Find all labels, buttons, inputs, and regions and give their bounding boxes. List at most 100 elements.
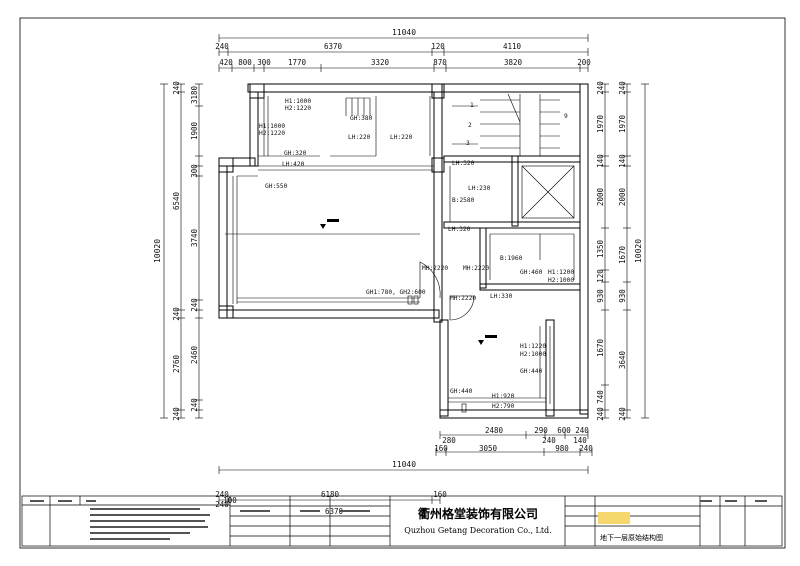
company-name-en: Quzhou Getang Decoration Co., Ltd. [404, 526, 551, 535]
lbl-h1-d: H1:1220 [520, 343, 546, 350]
bottom-r1-0: 2480 [485, 426, 504, 435]
right-outer-6: 3640 [618, 350, 627, 369]
bottom-r1-2: 600 [557, 426, 571, 435]
left-outer-1: 6540 [172, 191, 181, 210]
lbl-stair-3: 3 [466, 140, 470, 147]
top-dim-r2-6: 3820 [504, 58, 523, 67]
top-dim-r2-1: 800 [238, 58, 252, 67]
right-inner-7: 1670 [596, 338, 605, 357]
lbl-lh320-a: LH:320 [452, 160, 475, 167]
bottom-r3-3: 240 [579, 444, 593, 453]
right-inner-9: 240 [596, 407, 605, 421]
bottom-r3-1: 3050 [479, 444, 498, 453]
right-inner-1: 1970 [596, 114, 605, 133]
lbl-gh-window: GH1:780, GH2:600 [366, 289, 426, 296]
lbl-gh380: GH:380 [350, 115, 373, 122]
top-dimensions [218, 34, 589, 72]
left-inner-4: 3740 [190, 228, 199, 247]
top-dim-r1-1: 6370 [324, 42, 343, 51]
top-total-dim: 11040 [392, 28, 416, 37]
lower-dim-3: 240 [215, 500, 229, 509]
right-outer-3: 2000 [618, 187, 627, 206]
left-inner-2: 1900 [190, 121, 199, 140]
top-dim-r2-7: 200 [577, 58, 591, 67]
title-block-fine-text [30, 500, 767, 540]
right-inner-0: 240 [596, 81, 605, 95]
lbl-h1-a: H1:1000 [285, 98, 311, 105]
right-outer-5: 930 [618, 289, 627, 303]
lbl-mh2220-b: MH:2220 [463, 265, 489, 272]
right-dimensions [601, 83, 649, 419]
right-total-dim: 10020 [634, 239, 643, 263]
lbl-b1960: B:1960 [500, 255, 523, 262]
lbl-lh420: LH:420 [282, 161, 305, 168]
lbl-stair-2: 2 [468, 122, 472, 129]
left-inner-6: 2460 [190, 345, 199, 364]
lbl-stair-1: 1 [470, 102, 474, 109]
left-dimensions [160, 83, 203, 419]
left-inner-7: 240 [190, 398, 199, 412]
lower-dim-5: 6370 [325, 507, 344, 516]
lbl-lh230: LH:230 [468, 185, 491, 192]
top-dim-r2-5: 870 [433, 58, 447, 67]
top-dim-r1-0: 240 [215, 42, 229, 51]
lbl-h2-c: H2:1000 [548, 277, 574, 284]
right-inner-2: 140 [596, 154, 605, 168]
top-dim-r1-3: 4110 [503, 42, 522, 51]
right-inner-4: 1350 [596, 239, 605, 258]
lbl-gh550: GH:550 [265, 183, 288, 190]
top-dim-r2-2: 300 [257, 58, 271, 67]
right-inner-3: 2000 [596, 187, 605, 206]
right-outer-7: 240 [618, 407, 627, 421]
right-inner-5: 120 [596, 269, 605, 283]
lbl-mh2220-c: MH:2220 [450, 295, 476, 302]
left-inner-0: 3180 [190, 85, 199, 104]
lbl-lh220-b: LH:220 [390, 134, 413, 141]
lbl-h1-e: H1:920 [492, 393, 515, 400]
lbl-mh2220-a: MH:2220 [422, 265, 448, 272]
lower-dim-1: 6180 [321, 490, 340, 499]
left-outer-4: 240 [172, 407, 181, 421]
walls [218, 83, 589, 419]
lbl-lh320-b: LH:320 [448, 226, 471, 233]
right-outer-0: 240 [618, 81, 627, 95]
right-outer-4: 1670 [618, 245, 627, 264]
level-markers [320, 219, 497, 345]
bottom-total-dim: 11040 [392, 460, 416, 469]
left-outer-0: 240 [172, 81, 181, 95]
right-inner-6: 930 [596, 289, 605, 303]
room-labels: H1:1000 H2:1220 H1:1000 H2:1220 GH:380 L… [259, 98, 574, 410]
left-total-dim: 10020 [153, 239, 162, 263]
top-dim-r2-4: 3320 [371, 58, 390, 67]
title-block [21, 495, 783, 547]
right-outer-1: 1970 [618, 114, 627, 133]
lbl-lh220-a: LH:220 [348, 134, 371, 141]
drawing-title: 地下一层原始结构图 [600, 533, 663, 542]
lbl-gh320: GH:320 [284, 150, 307, 157]
bottom-r1-3: 240 [575, 426, 589, 435]
top-dim-r2-0: 420 [219, 58, 233, 67]
inner-lines [225, 93, 575, 413]
lbl-h2-b: H2:1220 [259, 130, 285, 137]
top-dim-r2-3: 1770 [288, 58, 307, 67]
lower-dim-0: 240 [215, 490, 229, 499]
lower-dim-2: 160 [433, 490, 447, 499]
lbl-lh330: LH:330 [490, 293, 513, 300]
bottom-r2-2: 140 [573, 436, 587, 445]
lbl-h2-a: H2:1220 [285, 105, 311, 112]
lbl-gh440-a: GH:440 [520, 368, 543, 375]
lbl-h1-c: H1:1200 [548, 269, 574, 276]
bottom-r2-1: 240 [542, 436, 556, 445]
lbl-h2-e: H2:790 [492, 403, 515, 410]
right-inner-8: 740 [596, 390, 605, 404]
sheet-frame [19, 17, 786, 549]
bottom-r3-2: 980 [555, 444, 569, 453]
lbl-gh440-b: GH:440 [450, 388, 473, 395]
left-inner-3: 300 [190, 164, 199, 178]
lbl-stair-9: 9 [564, 113, 568, 120]
company-name-cn: 衢州格堂装饰有限公司 [418, 506, 538, 521]
lbl-b2580: B:2580 [452, 197, 475, 204]
highlight-mark [598, 512, 630, 524]
left-inner-5: 240 [190, 298, 199, 312]
